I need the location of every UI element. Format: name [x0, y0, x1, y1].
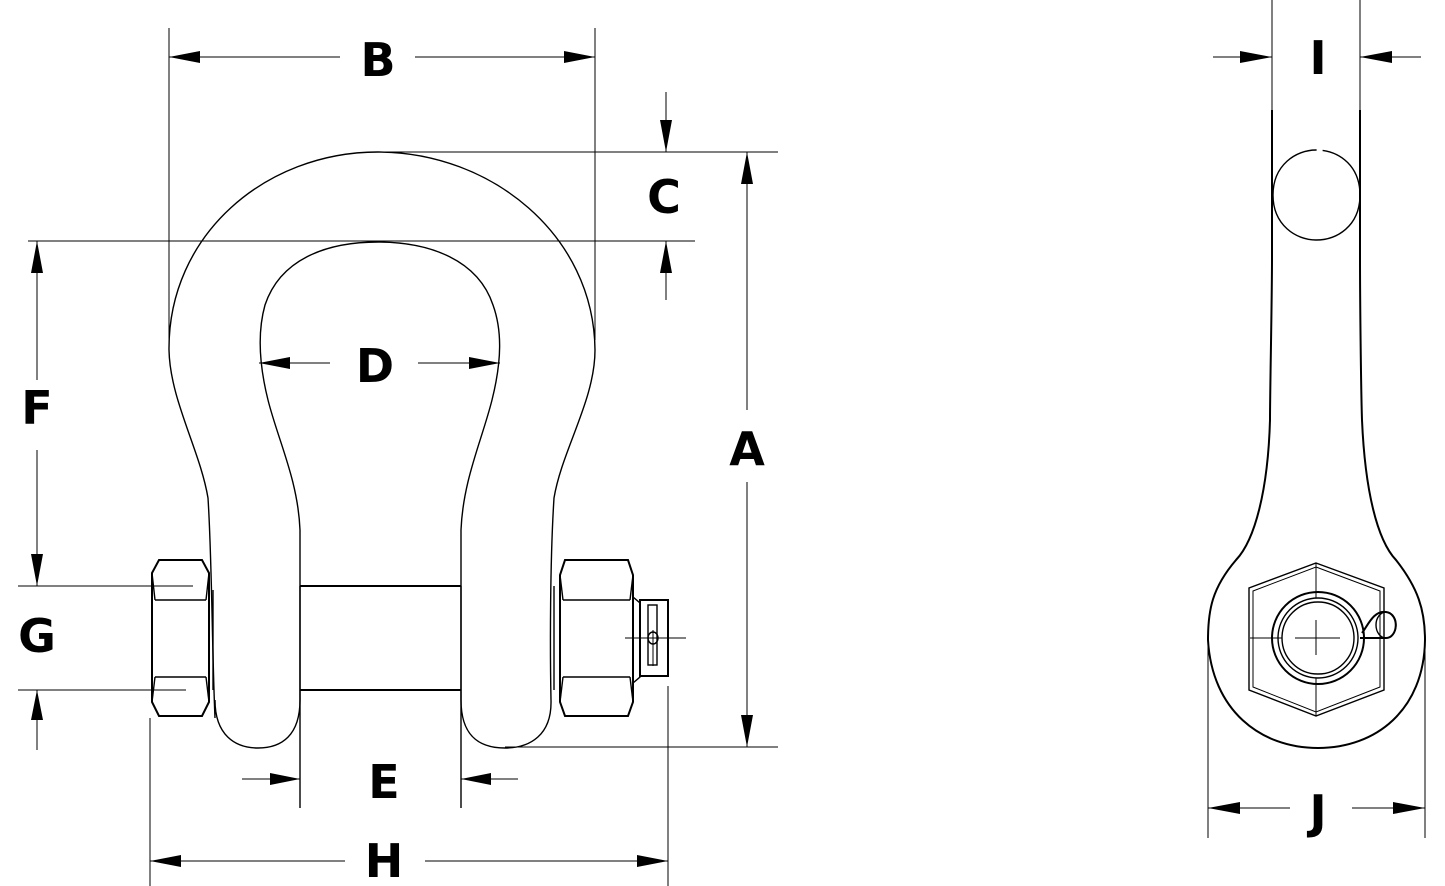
dimension-a: A [505, 152, 778, 748]
label-g: G [18, 609, 56, 663]
label-e: E [368, 755, 399, 809]
label-d: D [356, 339, 394, 393]
dimension-i: I [1213, 31, 1421, 85]
dimension-h: H [149, 686, 669, 886]
side-body-outline [1206, 110, 1427, 750]
dimension-b: B [168, 28, 596, 340]
label-c: C [647, 170, 681, 224]
bow-outer-contour [168, 151, 596, 749]
dimension-g: G [18, 585, 193, 750]
right-nut [553, 559, 641, 717]
front-view: B C A D [18, 28, 778, 886]
label-h: H [365, 834, 404, 886]
label-j: J [1306, 785, 1326, 839]
cotter-pin-end [625, 599, 686, 677]
bow-outer-left-leg-bottom [214, 593, 301, 749]
left-pin-head-nut [151, 559, 214, 717]
dimension-e: E [242, 755, 518, 809]
bow-cross-section [1272, 149, 1361, 241]
dimension-c: C [28, 92, 778, 300]
dimension-j: J [1207, 640, 1426, 839]
label-i: I [1309, 31, 1326, 85]
side-view: I J [1206, 0, 1427, 839]
label-a: A [729, 422, 765, 476]
dimension-f: F [21, 241, 53, 586]
label-b: B [360, 33, 395, 87]
bow-inner-contour [259, 241, 501, 593]
dimension-d: D [259, 339, 500, 393]
label-f: F [21, 381, 52, 435]
side-nut-hexagon [1248, 562, 1397, 717]
